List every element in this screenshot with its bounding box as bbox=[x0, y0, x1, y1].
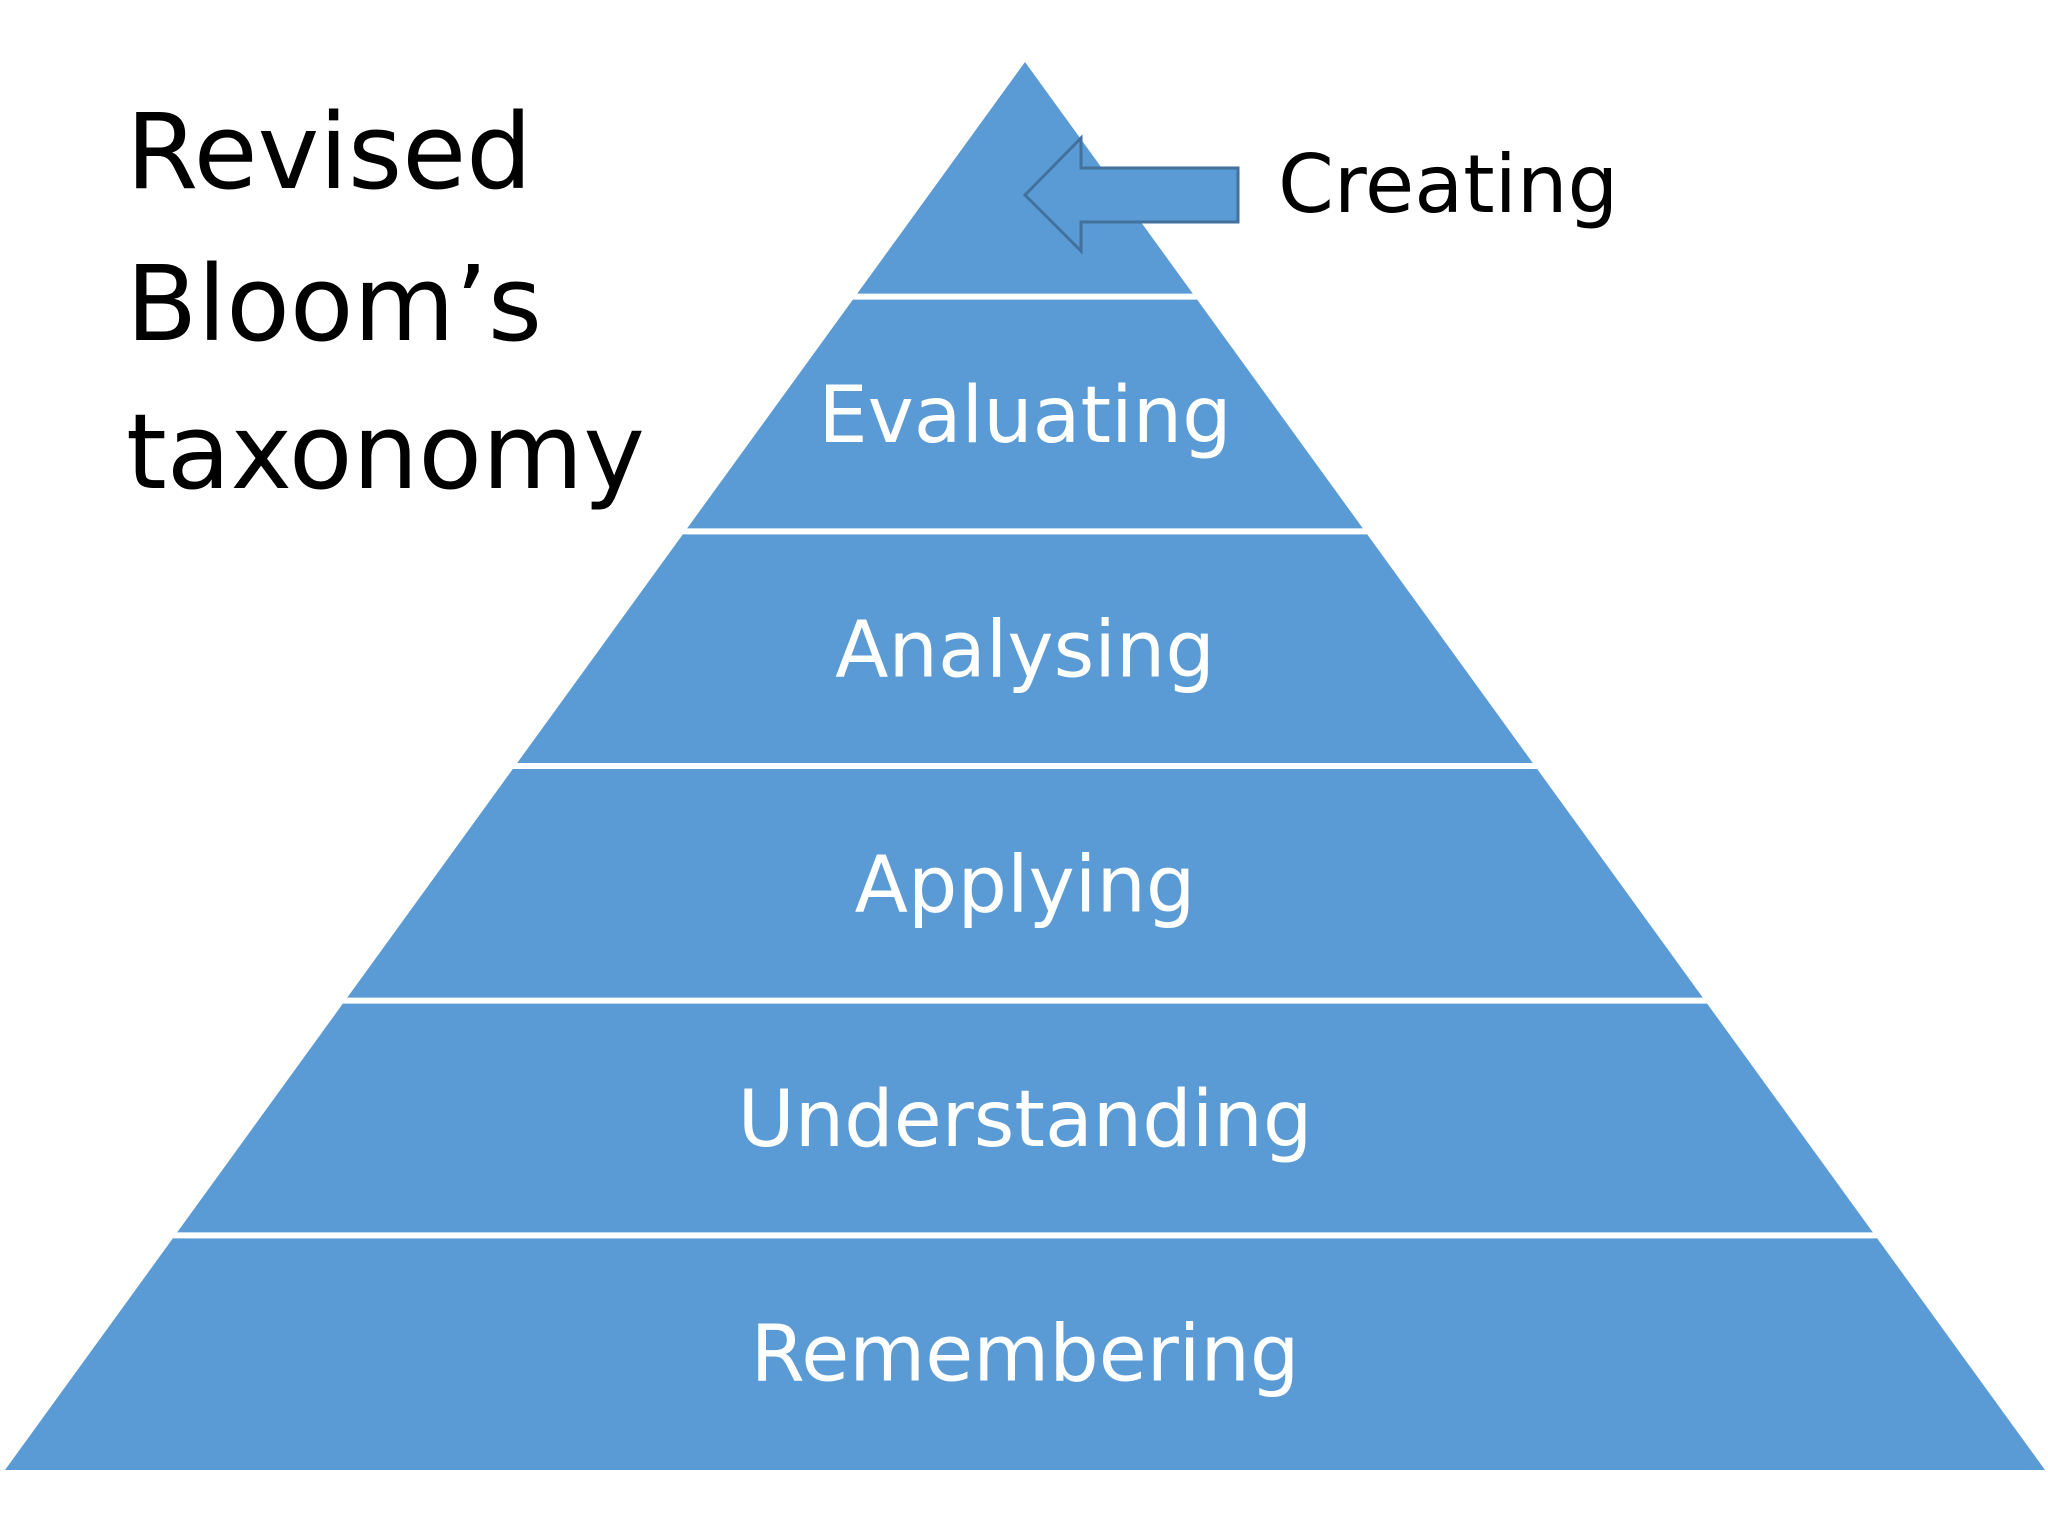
level-applying-label: Applying bbox=[855, 840, 1196, 930]
pyramid-levels: EvaluatingAnalysingApplyingUnderstanding… bbox=[738, 371, 1313, 1400]
level-remembering-label: Remembering bbox=[751, 1310, 1300, 1400]
level-analysing-label: Analysing bbox=[835, 606, 1215, 696]
level-separators bbox=[171, 293, 1879, 1239]
level-creating-label: Creating bbox=[1278, 138, 1618, 231]
level-understanding-label: Understanding bbox=[738, 1075, 1313, 1165]
title-line-1: Revised bbox=[126, 91, 533, 213]
level-evaluating-label: Evaluating bbox=[818, 371, 1231, 461]
title-line-3: taxonomy bbox=[126, 391, 645, 513]
title-line-2: Bloom’s bbox=[126, 243, 543, 365]
left-arrow-icon bbox=[1022, 134, 1240, 255]
